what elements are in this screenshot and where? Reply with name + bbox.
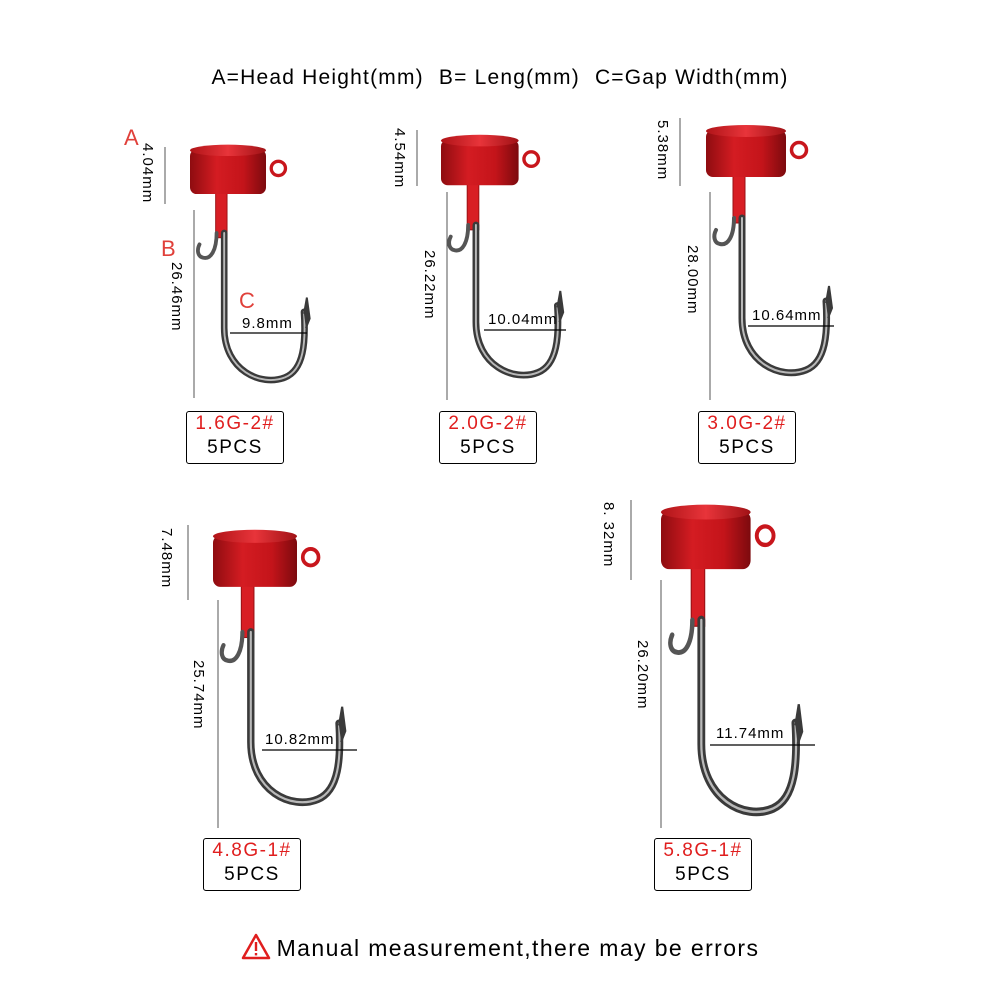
gap-width-4: 10.82mm: [265, 731, 335, 748]
pcs-label-5: 5PCS: [675, 864, 731, 885]
disclaimer: Manual measurement,there may be errors: [0, 933, 1000, 962]
head-height-2: 4.54mm: [391, 128, 408, 188]
legend-c: C=Gap Width(mm): [594, 66, 789, 89]
product-label-3: 3.0G-2# 5PCS: [698, 411, 796, 464]
gap-width-5: 11.74mm: [716, 725, 784, 742]
product-label-5: 5.8G-1# 5PCS: [654, 838, 752, 891]
gap-width-3: 10.64mm: [752, 307, 822, 324]
hook-4: 7.48mm 25.74mm 10.82mm: [158, 525, 357, 828]
hook-5: 8. 32mm 26.20mm 11.74mm: [600, 500, 815, 828]
head-height-1: 4.04mm: [139, 143, 156, 203]
length-2: 26.22mm: [421, 250, 438, 320]
size-label-1: 1.6G-2#: [195, 413, 275, 434]
size-label-5: 5.8G-1#: [663, 840, 743, 861]
length-4: 25.74mm: [190, 660, 207, 730]
warning-triangle-icon: [241, 933, 270, 960]
pcs-label-1: 5PCS: [207, 437, 263, 458]
marker-a: A: [124, 125, 139, 150]
head-height-4: 7.48mm: [158, 528, 175, 588]
size-label-2: 2.0G-2#: [448, 413, 528, 434]
hook-1: 4.04mm 26.46mm 9.8mm A B C: [124, 125, 310, 398]
marker-c: C: [239, 288, 255, 313]
disclaimer-text: Manual measurement,there may be errors: [276, 935, 760, 961]
marker-b: B: [161, 236, 176, 261]
gap-width-1: 9.8mm: [242, 315, 293, 332]
legend-b: B= Leng(mm): [438, 66, 580, 89]
product-label-1: 1.6G-2# 5PCS: [186, 411, 284, 464]
product-label-2: 2.0G-2# 5PCS: [439, 411, 537, 464]
size-label-4: 4.8G-1#: [212, 840, 292, 861]
product-label-4: 4.8G-1# 5PCS: [203, 838, 301, 891]
size-label-3: 3.0G-2#: [707, 413, 787, 434]
pcs-label-4: 5PCS: [224, 864, 280, 885]
pcs-label-2: 5PCS: [460, 437, 516, 458]
hook-3: 5.38mm 28.00mm 10.64mm: [654, 118, 834, 400]
head-height-5: 8. 32mm: [600, 502, 617, 567]
hook-2: 4.54mm 26.22mm 10.04mm: [391, 128, 566, 400]
length-5: 26.20mm: [634, 640, 651, 710]
legend-a: A=Head Height(mm): [211, 66, 424, 89]
pcs-label-3: 5PCS: [719, 437, 775, 458]
head-height-3: 5.38mm: [654, 120, 671, 180]
gap-width-2: 10.04mm: [488, 311, 558, 328]
length-3: 28.00mm: [684, 245, 701, 315]
legend-header: A=Head Height(mm) B= Leng(mm) C=Gap Widt…: [0, 66, 1000, 90]
length-1: 26.46mm: [168, 262, 185, 332]
